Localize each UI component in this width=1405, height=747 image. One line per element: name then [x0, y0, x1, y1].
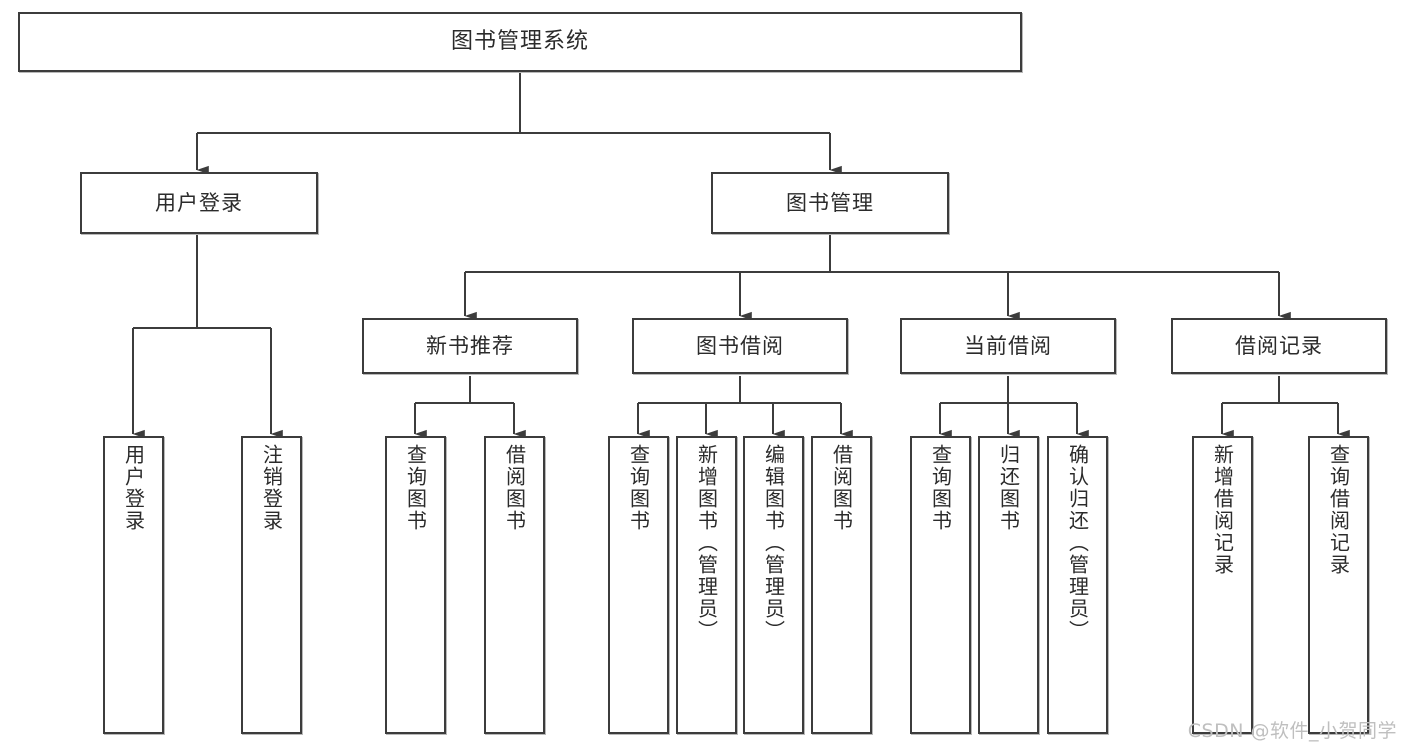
node-leaf-confirm-return[interactable]: 确认归还（管理员） — [1047, 436, 1108, 734]
node-label: 图书管理系统 — [450, 28, 589, 54]
node-label: 查询图书 — [626, 444, 651, 532]
node-leaf-query-book-2[interactable]: 查询图书 — [608, 436, 669, 734]
node-user-login[interactable]: 用户登录 — [80, 172, 318, 234]
node-label: 借阅记录 — [1235, 333, 1323, 358]
node-label: 新书推荐 — [426, 333, 514, 358]
node-label: 借阅图书 — [829, 444, 854, 532]
node-leaf-query-book-3[interactable]: 查询图书 — [910, 436, 971, 734]
node-leaf-borrow-book-1[interactable]: 借阅图书 — [484, 436, 545, 734]
node-current-borrow[interactable]: 当前借阅 — [900, 318, 1116, 374]
node-book-manage[interactable]: 图书管理 — [711, 172, 949, 234]
node-book-management-system[interactable]: 图书管理系统 — [18, 12, 1022, 72]
node-label: 图书管理 — [786, 190, 874, 215]
node-label: 注销登录 — [259, 444, 284, 532]
node-label: 查询图书 — [403, 444, 428, 532]
node-new-book-recommend[interactable]: 新书推荐 — [362, 318, 578, 374]
node-label: 图书借阅 — [696, 333, 784, 358]
node-leaf-user-login[interactable]: 用户登录 — [103, 436, 164, 734]
node-label: 用户登录 — [155, 190, 243, 215]
node-label: 编辑图书（管理员） — [761, 444, 786, 642]
node-label: 确认归还（管理员） — [1065, 444, 1090, 642]
node-label: 当前借阅 — [964, 333, 1052, 358]
node-label: 新增借阅记录 — [1210, 444, 1235, 576]
node-label: 归还图书 — [996, 444, 1021, 532]
node-leaf-add-record[interactable]: 新增借阅记录 — [1192, 436, 1253, 734]
node-label: 借阅图书 — [502, 444, 527, 532]
node-leaf-user-logout[interactable]: 注销登录 — [241, 436, 302, 734]
node-label: 新增图书（管理员） — [694, 444, 719, 642]
node-label: 用户登录 — [121, 444, 146, 532]
csdn-watermark: CSDN @软件_小贺同学 — [1187, 720, 1397, 742]
node-label: 查询借阅记录 — [1326, 444, 1351, 576]
node-borrow-record[interactable]: 借阅记录 — [1171, 318, 1387, 374]
node-leaf-borrow-book-2[interactable]: 借阅图书 — [811, 436, 872, 734]
node-leaf-add-book[interactable]: 新增图书（管理员） — [676, 436, 737, 734]
node-leaf-query-book-1[interactable]: 查询图书 — [385, 436, 446, 734]
node-label: 查询图书 — [928, 444, 953, 532]
node-leaf-return-book[interactable]: 归还图书 — [978, 436, 1039, 734]
node-leaf-query-record[interactable]: 查询借阅记录 — [1308, 436, 1369, 734]
node-leaf-edit-book[interactable]: 编辑图书（管理员） — [743, 436, 804, 734]
node-book-borrow[interactable]: 图书借阅 — [632, 318, 848, 374]
